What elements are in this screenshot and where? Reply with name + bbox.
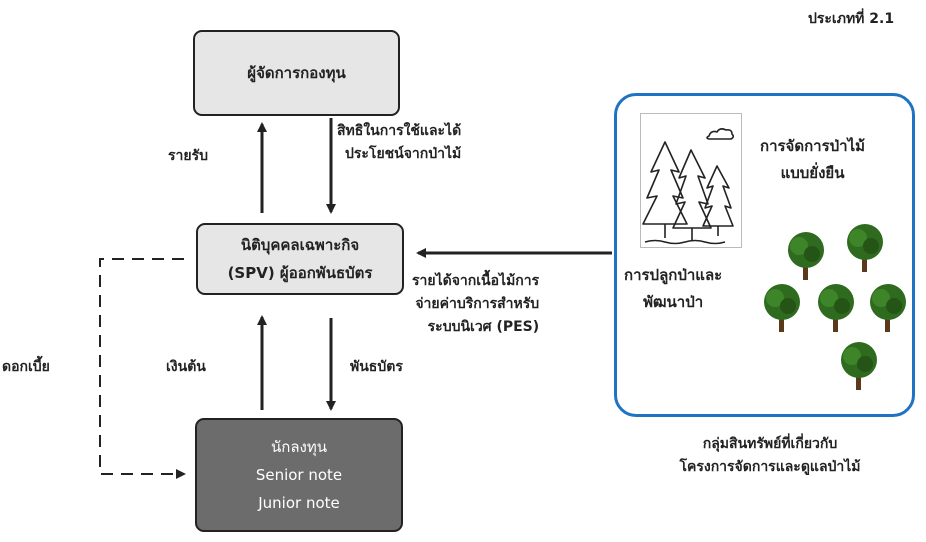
pine-forest-icon — [640, 113, 742, 248]
sustainable-label-line1: การจัดการป่าไม้ — [760, 137, 866, 155]
fund-manager-box: ผู้จัดการกองทุน — [193, 30, 400, 116]
income-label: รายรับ — [168, 148, 208, 164]
spv-box: นิติบุคคลเฉพาะกิจ (SPV) ผู้ออกพันธบัตร — [196, 223, 404, 295]
sustainable-forest-label: การจัดการป่าไม้ แบบยั่งยืน — [760, 133, 865, 187]
rights-label-line1: สิทธิในการใช้และได้ — [337, 123, 462, 139]
rights-label-line2: ประโยชน์จากป่าไม้ — [345, 146, 462, 162]
tree-icon — [841, 342, 877, 390]
investors-box: นักลงทุน Senior note Junior note — [195, 418, 403, 532]
tree-icon — [870, 284, 906, 332]
tree-icon — [847, 224, 883, 272]
spv-label-line2: (SPV) ผู้ออกพันธบัตร — [227, 264, 373, 282]
type-label: ประเภทที่ 2.1 — [808, 11, 895, 27]
investors-label-line1: นักลงทุน — [271, 438, 327, 456]
spv-label-line1: นิติบุคคลเฉพาะกิจ — [240, 236, 360, 254]
bonds-label: พันธบัตร — [350, 359, 403, 375]
assets-label: กลุ่มสินทรัพย์ที่เกี่ยวกับ โครงการจัดการ… — [620, 433, 920, 479]
investors-label-line3: Junior note — [258, 494, 340, 512]
plant-label-line2: พัฒนาป่า — [643, 293, 704, 311]
investors-label-line2: Senior note — [255, 466, 343, 484]
tree-icon — [788, 232, 824, 280]
fund-manager-label: ผู้จัดการกองทุน — [247, 64, 346, 82]
assets-label-line1: กลุ่มสินทรัพย์ที่เกี่ยวกับ — [702, 436, 838, 452]
principal-label: เงินต้น — [166, 359, 206, 375]
revenue-label-line1: รายได้จากเนื้อไม้การ — [412, 273, 540, 289]
sustainable-label-line2: แบบยั่งยืน — [780, 164, 845, 182]
rights-label: สิทธิในการใช้และได้ ประโยชน์จากป่าไม้ — [337, 120, 461, 166]
revenue-label: รายได้จากเนื้อไม้การ จ่ายค่าบริการสำหรับ… — [412, 270, 539, 339]
reforestation-label: การปลูกป่าและ พัฒนาป่า — [624, 262, 722, 316]
assets-label-line2: โครงการจัดการและดูแลป่าไม้ — [679, 459, 861, 475]
tree-icon — [818, 284, 854, 332]
interest-label: ดอกเบี้ย — [2, 359, 50, 375]
revenue-label-line3: ระบบนิเวศ (PES) — [427, 319, 540, 335]
interest-arrow — [99, 258, 186, 479]
tree-icon — [764, 284, 800, 332]
plant-label-line1: การปลูกป่าและ — [624, 266, 723, 284]
revenue-label-line2: จ่ายค่าบริการสำหรับ — [415, 296, 540, 312]
